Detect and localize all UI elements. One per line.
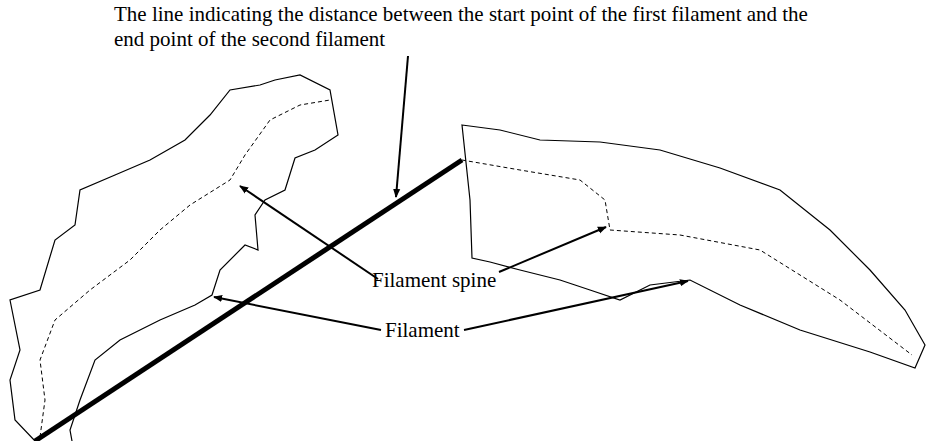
leader-arrow <box>464 281 688 330</box>
filament-outline <box>462 125 925 368</box>
part-label: Filament <box>385 318 460 343</box>
filament-spine <box>462 160 912 355</box>
filament-spine <box>40 100 330 437</box>
leader-arrow <box>240 186 378 279</box>
leader-arrow <box>214 297 381 330</box>
leader-arrow <box>499 227 606 272</box>
callout-note: The line indicating the distance between… <box>114 2 814 52</box>
filament-outline <box>10 75 338 441</box>
leader-arrow <box>396 56 408 197</box>
part-label: Filament spine <box>372 268 496 293</box>
distance-line <box>35 160 462 441</box>
